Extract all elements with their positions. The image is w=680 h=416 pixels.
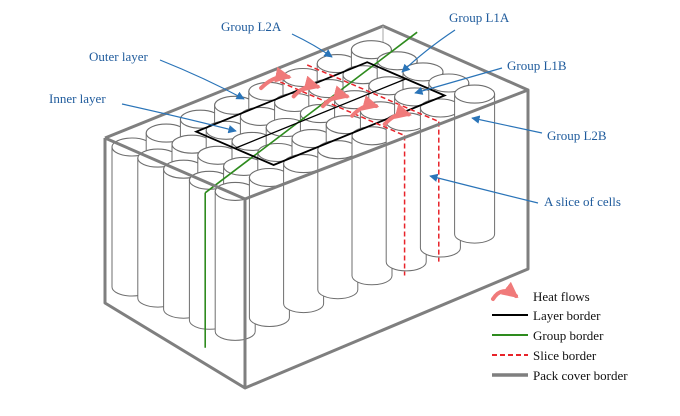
pack-cover-front xyxy=(103,88,530,390)
label-group-l1b: Group L1B xyxy=(507,58,567,73)
heat-flow-arrow xyxy=(259,66,292,91)
annotation-labels: Group L2A Group L1A Outer layer Group L1… xyxy=(49,10,621,209)
arrow-slice-of-cells xyxy=(429,173,539,204)
label-inner-layer: Inner layer xyxy=(49,91,106,106)
border-overlay xyxy=(193,31,447,348)
label-slice-of-cells: A slice of cells xyxy=(544,194,621,209)
heat-flow-arrow xyxy=(320,85,350,109)
heat-flow-arrow xyxy=(382,103,412,127)
legend-layer-border: Layer border xyxy=(492,308,601,323)
label-group-l2a: Group L2A xyxy=(221,19,282,34)
arrow-group-l1a xyxy=(401,29,456,73)
legend-heat-flows: Heat flows xyxy=(491,281,590,304)
cell xyxy=(317,140,359,300)
group-border-top xyxy=(204,31,418,194)
cell-array xyxy=(111,40,496,341)
legend: Heat flows Layer border Group border Sli… xyxy=(491,281,628,383)
arrow-outer-layer xyxy=(159,59,245,100)
curved-arrow-icon xyxy=(491,281,519,301)
layer-border-mid xyxy=(234,78,407,149)
legend-layer-border-label: Layer border xyxy=(533,308,601,323)
annotation-arrows xyxy=(121,29,543,204)
legend-pack-cover-border-label: Pack cover border xyxy=(533,368,628,383)
arrow-group-l2a xyxy=(291,33,333,58)
arrow-inner-layer xyxy=(121,103,237,134)
legend-group-border: Group border xyxy=(492,328,604,343)
label-outer-layer: Outer layer xyxy=(89,49,149,64)
legend-group-border-label: Group border xyxy=(533,328,604,343)
label-group-l1a: Group L1A xyxy=(449,10,510,25)
cell xyxy=(283,154,325,314)
arrow-group-l1b xyxy=(414,67,503,95)
legend-heat-flows-label: Heat flows xyxy=(533,289,590,304)
cell xyxy=(351,126,393,286)
arrow-group-l2b xyxy=(471,115,543,134)
heat-flow-arrow xyxy=(350,95,380,118)
cell xyxy=(419,98,461,258)
label-group-l2b: Group L2B xyxy=(547,128,607,143)
legend-pack-cover-border: Pack cover border xyxy=(492,368,628,383)
heat-flow-arrow xyxy=(291,75,321,99)
cell xyxy=(454,84,496,244)
legend-slice-border-label: Slice border xyxy=(533,348,597,363)
cell xyxy=(248,167,290,327)
legend-slice-border: Slice border xyxy=(492,348,597,363)
